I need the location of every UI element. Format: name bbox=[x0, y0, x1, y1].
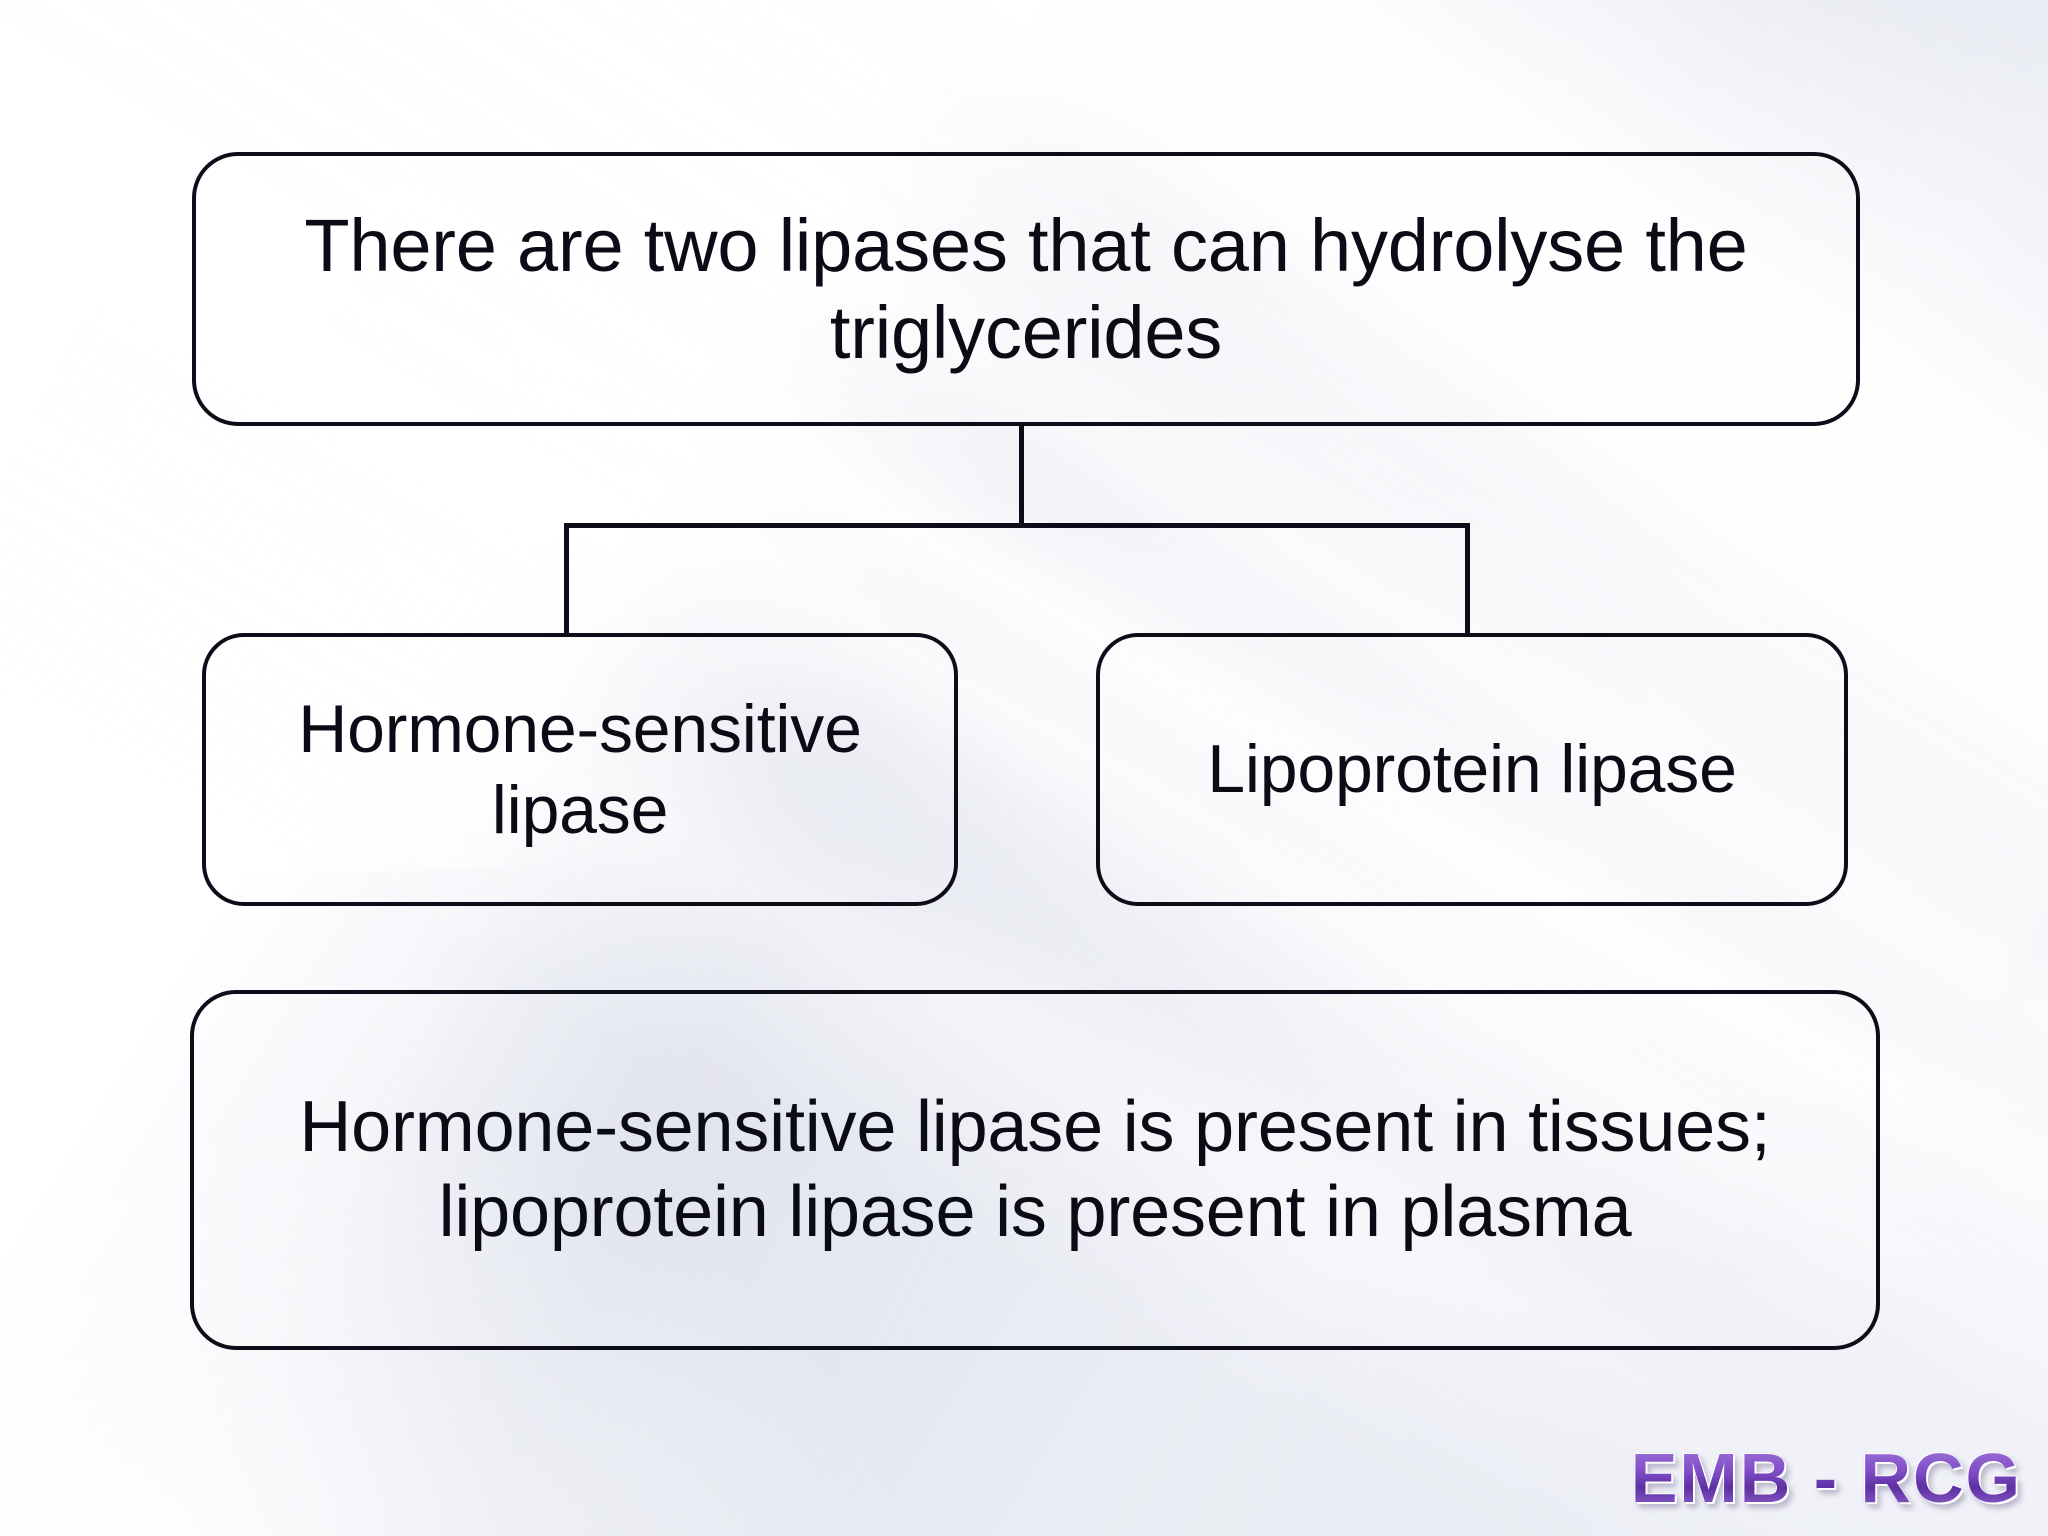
connector-horizontal-bar bbox=[564, 523, 1470, 528]
connector-root-stem bbox=[1019, 423, 1024, 527]
node-root-statement: There are two lipases that can hydrolyse… bbox=[192, 152, 1860, 426]
connector-drop-to-lipoprotein-lipase bbox=[1465, 523, 1470, 635]
node-hormone-sensitive-lipase-text: Hormone-sensitive lipase bbox=[298, 691, 862, 848]
node-hormone-sensitive-lipase: Hormone-sensitive lipase bbox=[202, 633, 958, 906]
node-location-note: Hormone-sensitive lipase is present in t… bbox=[190, 990, 1880, 1350]
background-lower-left-glow bbox=[0, 1075, 943, 1536]
connector-drop-to-hormone-sensitive-lipase bbox=[564, 523, 569, 635]
node-root-statement-text: There are two lipases that can hydrolyse… bbox=[304, 203, 1748, 374]
emb-rcg-logo: EMB - RCG bbox=[1630, 1439, 2022, 1517]
node-lipoprotein-lipase-text: Lipoprotein lipase bbox=[1207, 731, 1737, 808]
background-lower-right-glow bbox=[1187, 1075, 2048, 1536]
node-lipoprotein-lipase: Lipoprotein lipase bbox=[1096, 633, 1848, 906]
node-location-note-text: Hormone-sensitive lipase is present in t… bbox=[299, 1087, 1771, 1252]
